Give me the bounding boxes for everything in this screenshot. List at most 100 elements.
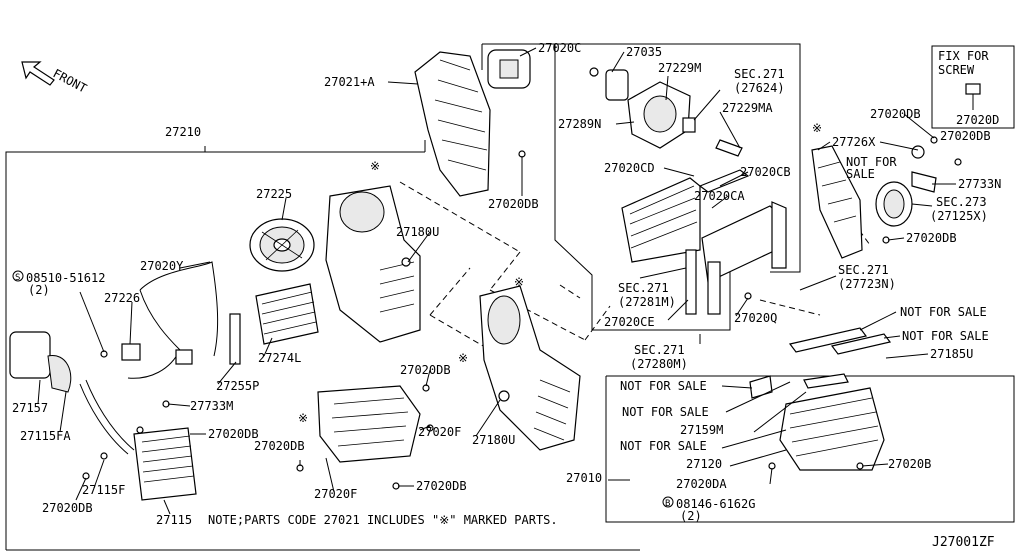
label-27020ca: 27020CA (694, 189, 745, 203)
label-27020db-sec273: 27020DB (906, 231, 957, 245)
evaporator (621, 169, 787, 315)
s-mark-icon (12, 270, 24, 282)
fix-for-screw-box (931, 45, 1015, 129)
label-27185u: 27185U (930, 347, 973, 361)
blower-housing (325, 185, 421, 343)
label-27115f: 27115F (82, 483, 125, 497)
main-frame (5, 151, 425, 550)
label-27255p: 27255P (216, 379, 259, 393)
blower-motor (249, 218, 315, 272)
label-27210: 27210 (165, 125, 201, 139)
label-27020db-h: 27020DB (416, 479, 467, 493)
cover-27157 (9, 331, 72, 393)
label-screw: SCREW (938, 63, 975, 77)
screw-icon (965, 83, 981, 110)
label-08146-6162g: 08146-6162G (676, 497, 755, 511)
label-27229m: 27229M (658, 61, 701, 75)
frames (5, 43, 1015, 551)
label-27281m: (27281M) (618, 295, 676, 309)
marked-726x: ※ (812, 121, 822, 135)
label-sec271-27723n: SEC.271 (838, 263, 889, 277)
label-qty-2b: (2) (680, 509, 702, 523)
wire-harness (121, 261, 219, 379)
s-mark: S (15, 273, 20, 283)
label-sec271-27281m: SEC.271 (618, 281, 669, 295)
label-27020db-right: 27020DB (940, 129, 991, 143)
label-sec271-27624: SEC.271 (734, 67, 785, 81)
label-08510-51612: 08510-51612 (26, 271, 105, 285)
label-27020db-top: 27020DB (870, 107, 921, 121)
label-27021a: 27021+A (324, 75, 375, 89)
figure-code: J27001ZF (932, 535, 995, 550)
note-text: NOTE;PARTS CODE 27021 INCLUDES "※" MARKE… (208, 513, 558, 527)
label-27020c: 27020C (538, 41, 581, 55)
label-27624: (27624) (734, 81, 785, 95)
label-27020db-core: 27020DB (208, 427, 259, 441)
label-27020db-duct: 27020DB (488, 197, 539, 211)
bracket-27255p (229, 313, 241, 365)
label-27020f-b: 27020F (314, 487, 357, 501)
label-27726x: 27726X (832, 135, 876, 149)
label-27020cd: 27020CD (604, 161, 655, 175)
marked-bracket: ※ (458, 351, 468, 365)
label-27020b: 27020B (888, 457, 931, 471)
label-27115fa: 27115FA (20, 429, 71, 443)
label-27289n: 27289N (558, 117, 601, 131)
label-27010: 27010 (566, 471, 602, 485)
label-27115: 27115 (156, 513, 192, 527)
label-27125x: (27125X) (930, 209, 988, 223)
label-27733m: 27733M (190, 399, 233, 413)
label-27020y: 27020Y (140, 259, 184, 273)
duct-27021a (414, 51, 491, 197)
frame-27010 (605, 375, 1015, 523)
part-labels: 27210 27021+A 27020C 27035 27229M SEC.27… (12, 41, 1001, 550)
air-filter (255, 283, 319, 345)
label-not-for-sale-e: NOT FOR SALE (622, 405, 709, 419)
label-not-for: NOT FOR (846, 155, 897, 169)
label-27225: 27225 (256, 187, 292, 201)
label-27020db-i: 27020DB (42, 501, 93, 515)
b-mark-icon (662, 496, 674, 508)
foam-27020c (487, 49, 531, 89)
label-27274l: 27274L (258, 351, 301, 365)
label-fix-for: FIX FOR (938, 49, 989, 63)
frame-sec271 (482, 43, 801, 273)
label-not-for-sale-b: NOT FOR SALE (900, 305, 987, 319)
label-27020q: 27020Q (734, 311, 777, 325)
label-27020da: 27020DA (676, 477, 727, 491)
case-lower (317, 385, 421, 463)
marked-case: ※ (298, 411, 308, 425)
label-qty-2a: (2) (28, 283, 50, 297)
heater-unit-lower (479, 285, 581, 451)
label-27180u-top: 27180U (396, 225, 439, 239)
label-sec273: SEC.273 (936, 195, 987, 209)
label-27157: 27157 (12, 401, 48, 415)
leader-lines (37, 47, 956, 515)
label-27229ma: 27229MA (722, 101, 773, 115)
label-27159m: 27159M (680, 423, 723, 437)
label-27226: 27226 (104, 291, 140, 305)
front-arrow-icon (21, 61, 55, 86)
label-sale: SALE (846, 167, 875, 181)
label-not-for-sale-f: NOT FOR SALE (620, 439, 707, 453)
assembly-dash-lines (399, 181, 871, 351)
label-27020d: 27020D (956, 113, 999, 127)
label-27020ce: 27020CE (604, 315, 655, 329)
label-27723n: (27723N) (838, 277, 896, 291)
label-27020cb: 27020CB (740, 165, 791, 179)
label-27733n: 27733N (958, 177, 1001, 191)
fasteners (82, 136, 962, 490)
heater-core (79, 379, 197, 501)
label-sec271-27280m: SEC.271 (634, 343, 685, 357)
marked-blower: ※ (370, 159, 380, 173)
label-27020db-g: 27020DB (254, 439, 305, 453)
actuator-group (589, 67, 743, 157)
panel-27010 (749, 327, 892, 471)
label-27020db-case: 27020DB (400, 363, 451, 377)
label-27120: 27120 (686, 457, 722, 471)
label-not-for-sale-c: NOT FOR SALE (902, 329, 989, 343)
side-duct-group (811, 145, 937, 259)
marked-lower: ※ (514, 275, 524, 289)
b-mark: B (665, 499, 670, 509)
